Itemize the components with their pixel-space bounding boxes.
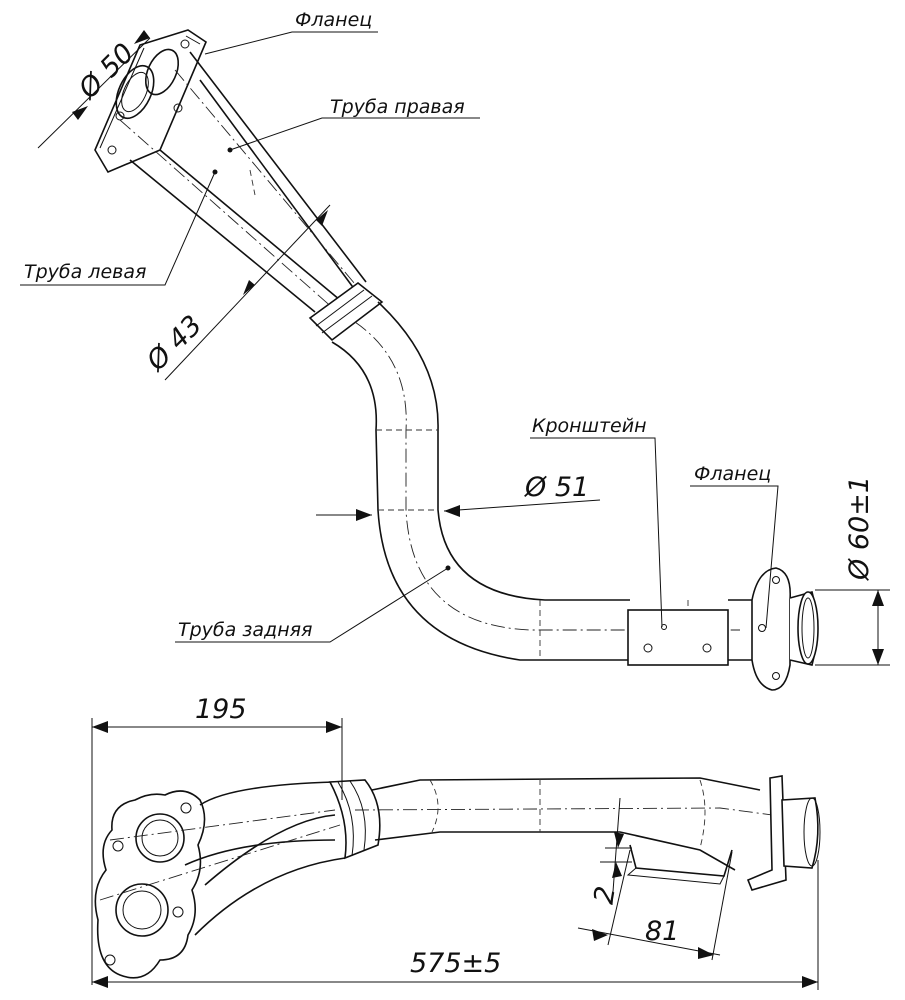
dim-2: 2 [588,797,632,906]
top-flange [94,29,207,174]
top-bracket [627,599,760,666]
callout-flange-top-label: Фланец [295,9,372,31]
dim-d51-label: Ø 51 [524,472,589,503]
dim-575: 575±5 [92,860,819,990]
dim-575-label: 575±5 [410,948,501,979]
dim-d51: Ø 51 [316,472,601,521]
side-main-pipe [354,777,811,871]
side-right-flange [746,775,821,891]
top-right-flange [751,567,819,691]
callout-bracket-label: Кронштейн [532,415,647,437]
dim-d60-label: Ø 60±1 [844,476,875,581]
callout-pipe-rear-label: Труба задняя [178,619,312,641]
dim-195: 195 [91,694,343,985]
callout-pipe-right: Труба правая [227,96,480,153]
callout-flange-top: Фланец [204,9,378,55]
callout-flange-right-label: Фланец [694,463,771,485]
dim-195-label: 195 [195,694,247,725]
dim-d43: Ø 43 [140,204,331,381]
callout-pipe-left: Труба левая [20,169,218,286]
dim-d60: Ø 60±1 [815,476,890,666]
callout-pipe-right-label: Труба правая [330,96,465,118]
dim-81-label: 81 [645,916,679,947]
side-view: 195 575±5 81 2 [91,694,821,990]
top-coupling [308,281,384,342]
callout-bracket: Кронштейн [530,415,663,628]
side-bracket [626,844,733,885]
top-upper-pipes [119,51,367,313]
dim-d43-label: Ø 43 [140,310,208,378]
side-coupling [328,779,381,860]
callout-pipe-left-label: Труба левая [24,261,146,283]
side-pipes [99,781,346,936]
top-view: Ø 50 Ø 43 Ø 51 Ø 60±1 Фланец [20,9,890,691]
callout-pipe-rear: Труба задняя [175,565,451,643]
dim-81: 81 [577,849,733,961]
callout-flange-right: Фланец [690,463,779,629]
dim-2-label: 2 [588,884,622,906]
top-rear-pipe [331,301,740,661]
